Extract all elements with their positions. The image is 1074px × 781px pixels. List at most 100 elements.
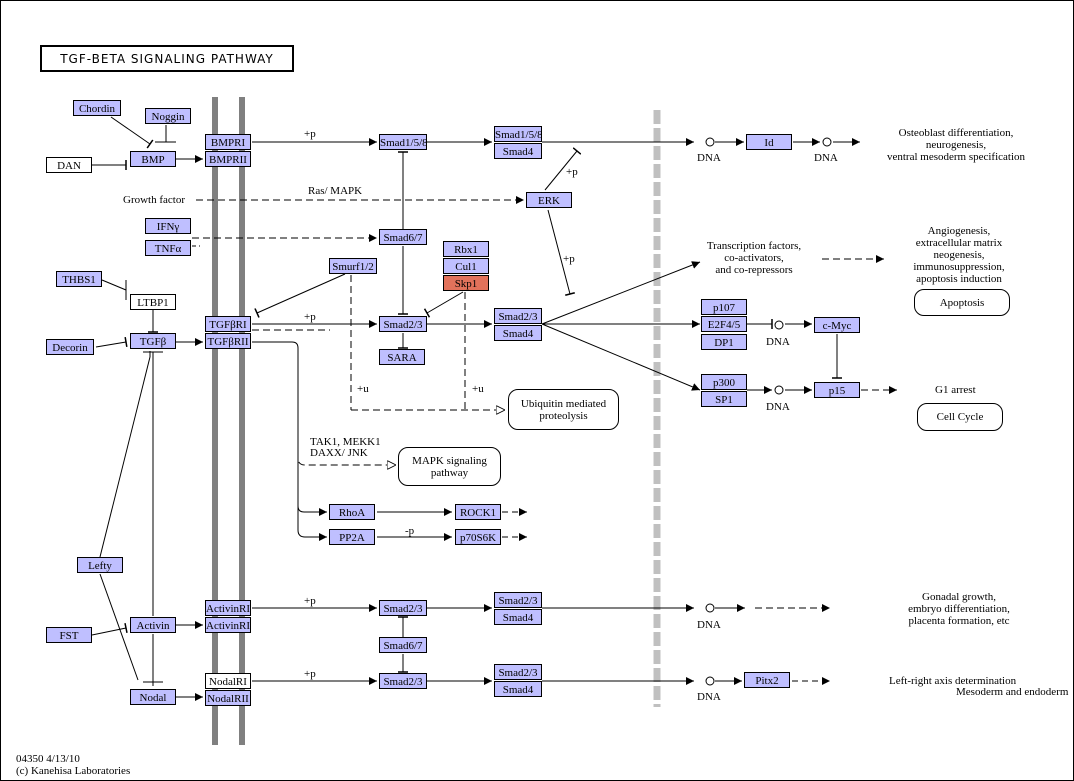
gene-tgfb[interactable]: TGFβ: [130, 333, 176, 349]
gene-p107[interactable]: p107: [701, 299, 747, 315]
gene-tnfa[interactable]: TNFα: [145, 240, 191, 256]
label-gonadal: Gonadal growth, embryo differentiation, …: [884, 591, 1034, 627]
gene-ltbp1[interactable]: LTBP1: [130, 294, 176, 310]
gene-noggin[interactable]: Noggin: [145, 108, 191, 124]
label-ras-mapk: Ras/ MAPK: [308, 185, 363, 197]
map-mapk-line2: pathway: [430, 466, 469, 479]
gene-p300[interactable]: p300: [701, 374, 747, 390]
gene-smad67[interactable]: Smad6/7: [379, 637, 427, 653]
gene-p70s6k[interactable]: p70S6K: [455, 529, 501, 545]
dna-circle: [705, 137, 715, 147]
label-osteoblast-line2: neurogenesis,: [925, 139, 987, 151]
gene-smad158[interactable]: Smad1/5/8: [494, 126, 542, 142]
gene-nodal[interactable]: Nodal: [130, 689, 176, 705]
map-mapk-line1: MAPK signaling: [412, 454, 487, 467]
gene-chordin[interactable]: Chordin: [73, 100, 121, 116]
gene-smad23[interactable]: Smad2/3: [379, 673, 427, 689]
gene-bmprii[interactable]: BMPRII: [205, 151, 251, 167]
label-transcription-factors: Transcription factors, co-activators, an…: [692, 240, 816, 276]
gene-smurf[interactable]: Smurf1/2: [329, 258, 377, 274]
gene-smad4[interactable]: Smad4: [494, 609, 542, 625]
label-gonadal-line3: placenta formation, etc: [908, 615, 1010, 627]
gene-sp1[interactable]: SP1: [701, 391, 747, 407]
footer-copyright: (c) Kanehisa Laboratories: [16, 765, 131, 777]
membrane-line-left: [212, 97, 218, 745]
label-mesoderm-endoderm: Mesoderm and endoderm: [956, 686, 1069, 698]
label-phosphorylation: +p: [304, 128, 316, 140]
gene-tgfbri[interactable]: TGFβRI: [205, 316, 251, 332]
label-tf-line2: co-activators,: [724, 252, 784, 264]
gene-lefty[interactable]: Lefty: [77, 557, 123, 573]
gene-pp2a[interactable]: PP2A: [329, 529, 375, 545]
gene-p15[interactable]: p15: [814, 382, 860, 398]
label-dna: DNA: [697, 619, 721, 631]
page-title: TGF-BETA SIGNALING PATHWAY: [40, 45, 294, 72]
label-gonadal-line2: embryo differentiation,: [908, 603, 1010, 615]
gene-activin[interactable]: Activin: [130, 617, 176, 633]
label-gonadal-line1: Gonadal growth,: [922, 591, 996, 603]
label-dna: DNA: [697, 691, 721, 703]
gene-rock1[interactable]: ROCK1: [455, 504, 501, 520]
gene-smad23[interactable]: Smad2/3: [494, 592, 542, 608]
label-phosphorylation: +p: [563, 253, 575, 265]
gene-dan[interactable]: DAN: [46, 157, 92, 173]
gene-cmyc[interactable]: c-Myc: [814, 317, 860, 333]
dna-circle: [822, 137, 832, 147]
gene-skp1[interactable]: Skp1: [443, 275, 489, 291]
map-mapk-signaling[interactable]: MAPK signaling pathway: [398, 447, 501, 486]
dna-circle: [774, 320, 784, 330]
label-daxx: DAXX/ JNK: [310, 447, 368, 459]
gene-cul1[interactable]: Cul1: [443, 258, 489, 274]
gene-smad4[interactable]: Smad4: [494, 325, 542, 341]
membrane-line-right: [239, 97, 245, 745]
gene-smad23[interactable]: Smad2/3: [494, 308, 542, 324]
label-dna: DNA: [697, 152, 721, 164]
label-dna: DNA: [766, 401, 790, 413]
map-ubiquitin-line1: Ubiquitin mediated: [520, 397, 607, 410]
label-angio-line5: apoptosis induction: [916, 273, 1002, 285]
label-phosphorylation: +p: [304, 668, 316, 680]
gene-nodalri[interactable]: NodalRI: [205, 673, 251, 689]
map-apoptosis[interactable]: Apoptosis: [914, 289, 1010, 316]
map-cell-cycle[interactable]: Cell Cycle: [917, 403, 1003, 431]
gene-fst[interactable]: FST: [46, 627, 92, 643]
gene-smad158[interactable]: Smad1/5/8: [379, 134, 427, 150]
gene-bmp[interactable]: BMP: [130, 151, 176, 167]
gene-pitx2[interactable]: Pitx2: [744, 672, 790, 688]
dna-circle: [705, 676, 715, 686]
label-growth-factor: Growth factor: [123, 194, 186, 206]
gene-rhoa[interactable]: RhoA: [329, 504, 375, 520]
gene-smad67[interactable]: Smad6/7: [379, 229, 427, 245]
gene-decorin[interactable]: Decorin: [46, 339, 94, 355]
map-ubiquitin-line2: proteolysis: [539, 409, 588, 422]
label-angiogenesis: Angiogenesis, extracellular matrix neoge…: [894, 225, 1024, 285]
label-phosphorylation: +p: [304, 595, 316, 607]
dna-circle: [705, 603, 715, 613]
gene-smad23[interactable]: Smad2/3: [379, 600, 427, 616]
gene-dp1[interactable]: DP1: [701, 334, 747, 350]
gene-tgfbrii[interactable]: TGFβRII: [205, 333, 251, 349]
gene-erk[interactable]: ERK: [526, 192, 572, 208]
gene-nodalrii[interactable]: NodalRII: [205, 690, 251, 706]
gene-smad4[interactable]: Smad4: [494, 143, 542, 159]
map-ubiquitin-proteolysis[interactable]: Ubiquitin mediated proteolysis: [508, 389, 619, 430]
dna-circle: [774, 385, 784, 395]
gene-activinri[interactable]: ActivinRI: [205, 600, 251, 616]
gene-smad4[interactable]: Smad4: [494, 681, 542, 697]
gene-smad23[interactable]: Smad2/3: [494, 664, 542, 680]
gene-sara[interactable]: SARA: [379, 349, 425, 365]
label-tf-line3: and co-repressors: [715, 264, 793, 276]
gene-rbx1[interactable]: Rbx1: [443, 241, 489, 257]
label-osteoblast-line1: Osteoblast differentiation,: [898, 127, 1014, 139]
gene-smad23[interactable]: Smad2/3: [379, 316, 427, 332]
gene-thbs1[interactable]: THBS1: [56, 271, 102, 287]
label-tak1: TAK1, MEKK1: [310, 436, 381, 448]
gene-e2f45[interactable]: E2F4/5: [701, 316, 747, 332]
gene-activinrii[interactable]: ActivinRII: [205, 617, 251, 633]
label-phosphorylation: +p: [304, 311, 316, 323]
label-angio-line1: Angiogenesis,: [927, 225, 991, 237]
gene-ifny[interactable]: IFNγ: [145, 218, 191, 234]
label-angio-line2: extracellular matrix: [915, 237, 1003, 249]
gene-bmpri[interactable]: BMPRI: [205, 134, 251, 150]
gene-id[interactable]: Id: [746, 134, 792, 150]
